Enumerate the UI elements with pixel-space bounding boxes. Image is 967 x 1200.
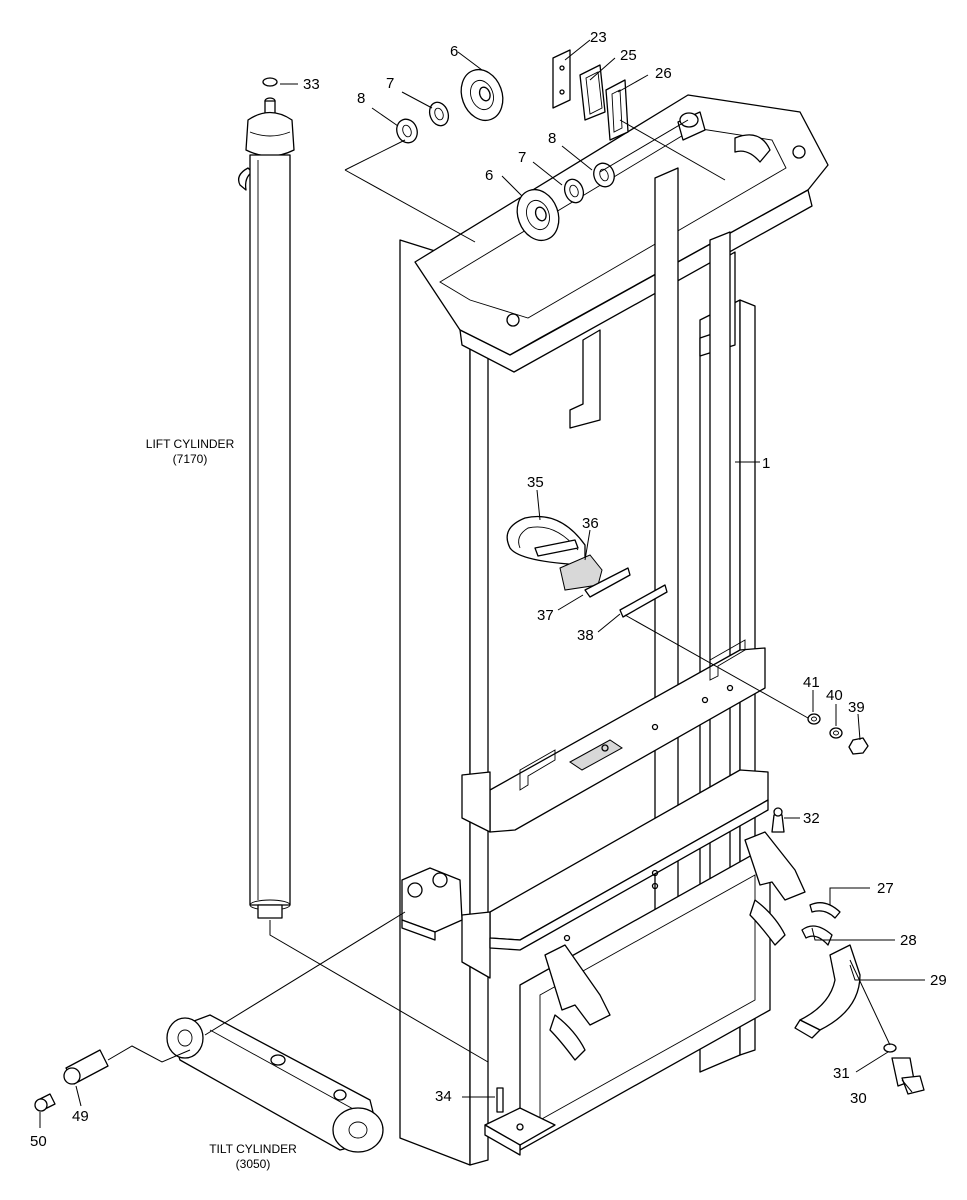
callout-26: 26 [655,65,672,82]
lift-cylinder-code: (7170) [173,452,208,466]
callout-36: 36 [582,515,599,532]
callout-35: 35 [527,474,544,491]
callout-7-upper: 7 [386,75,394,92]
callout-37: 37 [537,607,554,624]
callout-23: 23 [590,29,607,46]
callout-30: 30 [850,1090,867,1107]
callout-31: 31 [833,1065,850,1082]
callout-leaders [39,39,925,1128]
tilt-pin-guide-line [107,1045,191,1063]
hose-clamp [506,515,586,566]
nut-washer-set [807,713,869,755]
callout-40: 40 [826,687,843,704]
callout-49: 49 [72,1108,89,1125]
callout-1: 1 [762,455,770,472]
roll-pin [496,1087,504,1113]
tilt-pin-set [34,1049,109,1112]
lift-cylinder-guide-line [269,920,489,1063]
callout-41: 41 [803,674,820,691]
callout-6-lower: 6 [485,167,493,184]
callout-38: 38 [577,627,594,644]
roller-bearing-set-upper [396,68,504,144]
lift-cylinder-caption: LIFT CYLINDER [146,437,235,451]
callout-32: 32 [803,810,820,827]
callout-8-upper: 8 [357,90,365,107]
tilt-cylinder-code: (3050) [236,1157,271,1171]
tilt-cylinder-guide-line [204,911,406,1036]
callout-6-upper: 6 [450,43,458,60]
tilt-cylinder-caption: TILT CYLINDER [209,1142,297,1156]
hardware-guide-line [849,959,891,1046]
callout-27: 27 [877,880,894,897]
hose-guide-brackets [584,567,668,618]
callout-numbers: 1 6 7 8 6 7 8 23 25 26 27 28 29 30 31 32… [30,29,947,1150]
callout-33: 33 [303,76,320,93]
fork-pin-hardware [794,902,925,1095]
outer-mast-assembly [399,94,829,1166]
callout-29: 29 [930,972,947,989]
callout-25: 25 [620,47,637,64]
callout-8-lower: 8 [548,130,556,147]
tilt-cylinder [166,1014,384,1153]
callout-39: 39 [848,699,865,716]
roller-bearing-set-lower [516,162,615,242]
grease-nipple [771,807,785,833]
callout-28: 28 [900,932,917,949]
shim-plates [552,49,629,141]
callout-34: 34 [435,1088,452,1105]
callout-7-lower: 7 [518,149,526,166]
lift-cylinder [237,77,295,919]
callout-50: 50 [30,1133,47,1150]
stub-shaft [677,111,706,141]
bracket-guide-line [624,614,809,719]
